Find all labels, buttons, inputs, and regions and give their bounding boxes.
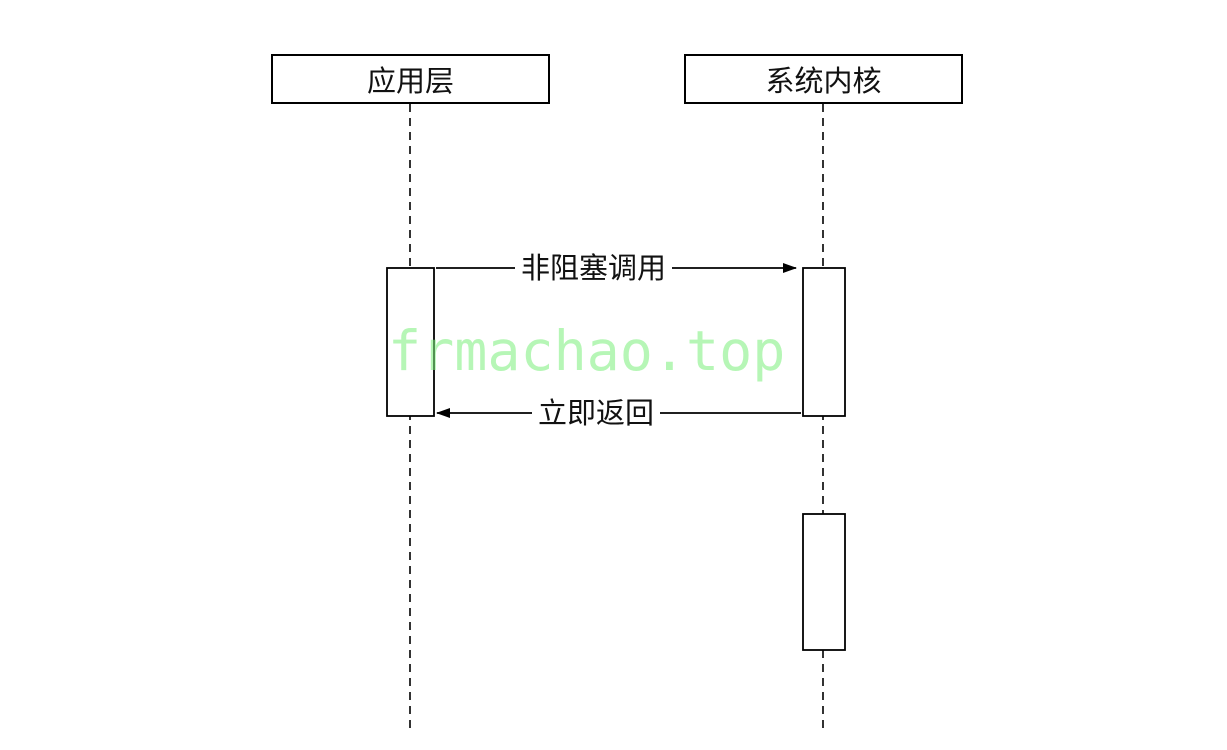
app-participant-box: 应用层 [271, 54, 550, 104]
kernel-activation-1 [802, 267, 846, 417]
app-activation [386, 267, 435, 417]
app-participant-label: 应用层 [366, 64, 454, 98]
return-message-label: 立即返回 [532, 399, 661, 428]
call-message-label: 非阻塞调用 [515, 254, 673, 283]
kernel-activation-2 [802, 513, 846, 651]
kernel-participant-label: 系统内核 [765, 64, 882, 98]
watermark-text: frmachao.top [388, 319, 786, 383]
kernel-participant-box: 系统内核 [684, 54, 963, 104]
